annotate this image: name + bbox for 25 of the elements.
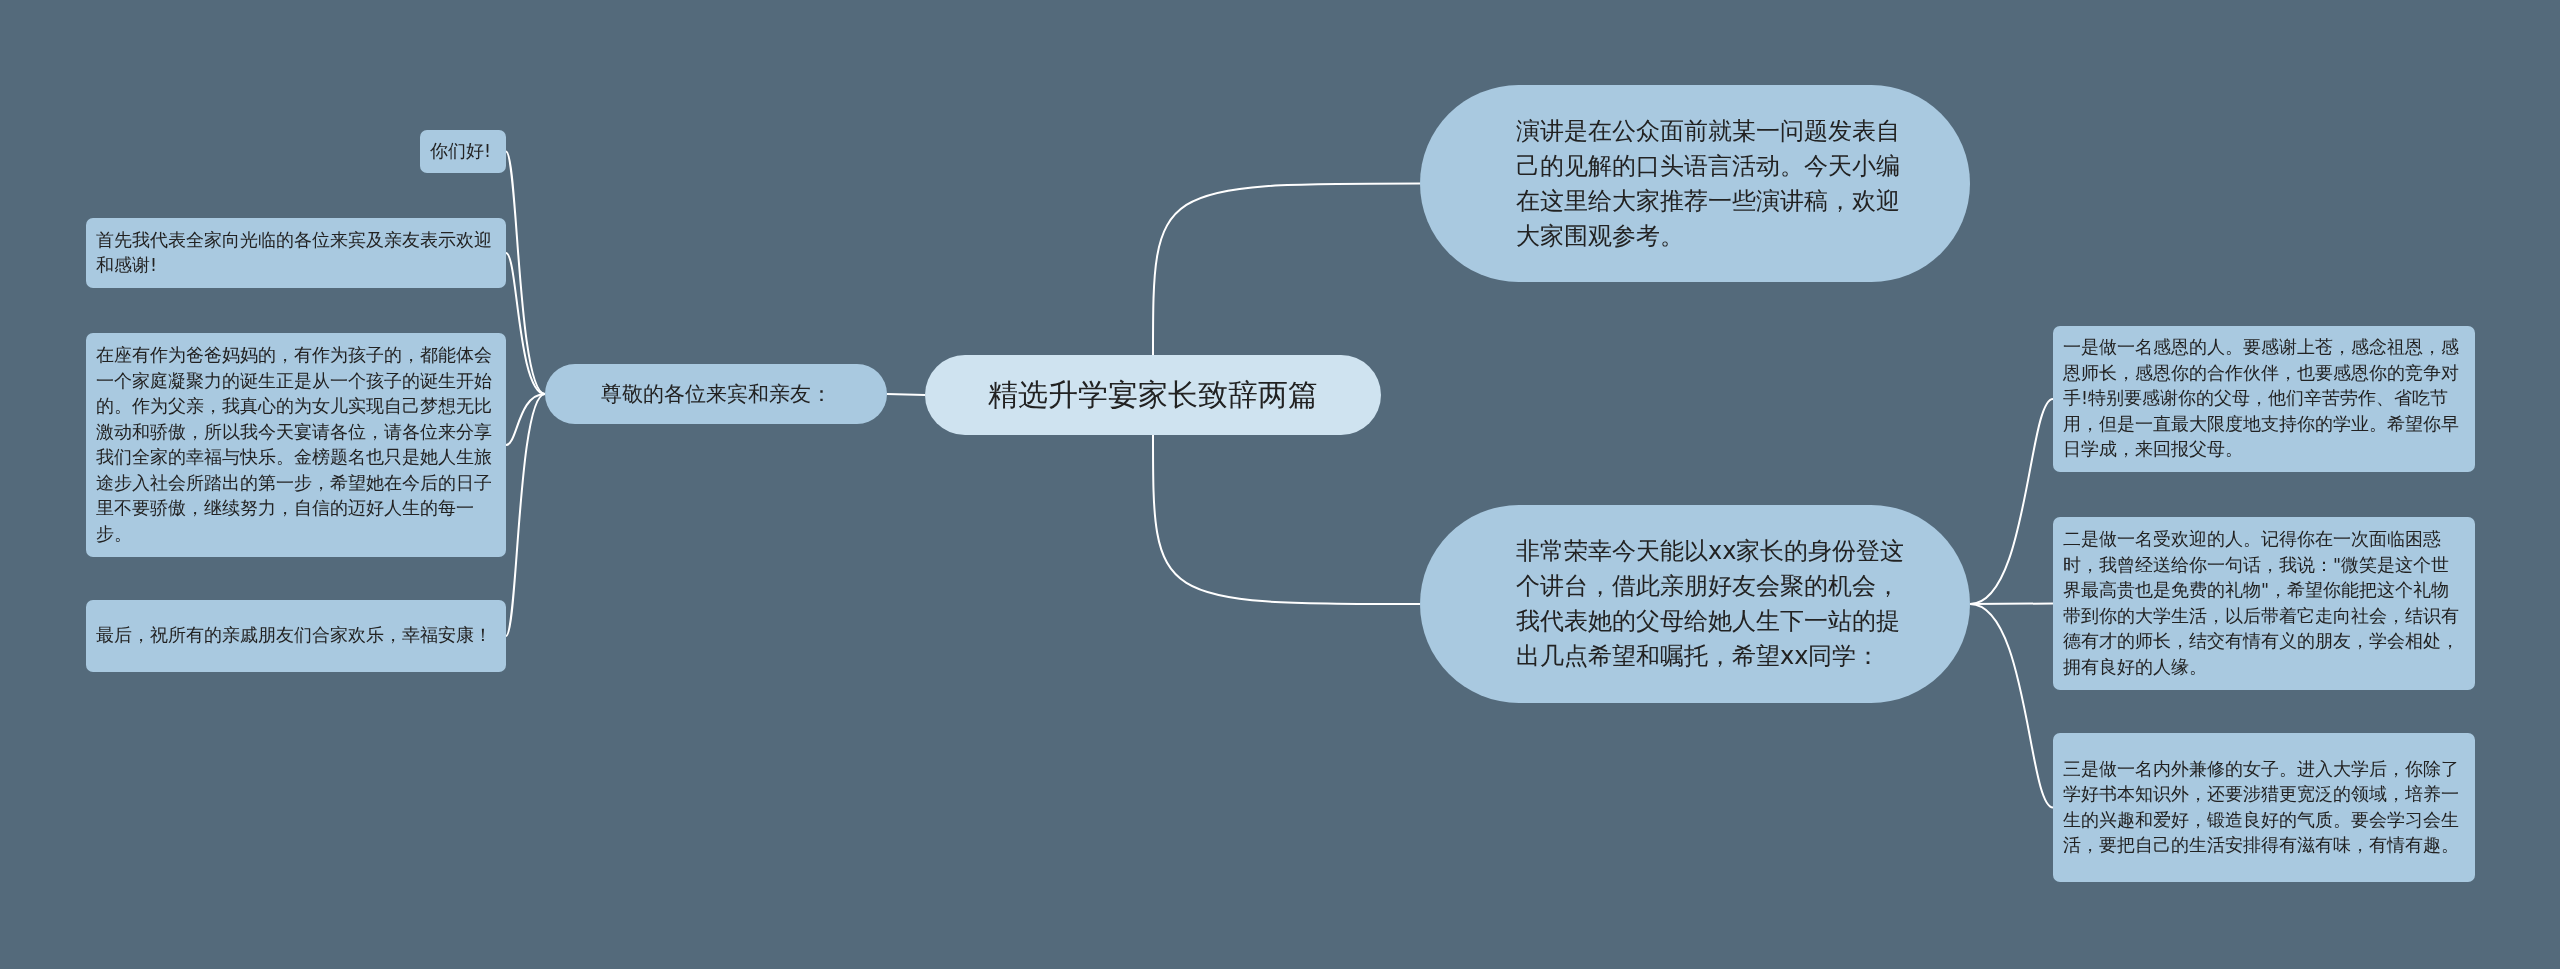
leaf-card: [2053, 326, 2475, 472]
leaf-card: [2053, 517, 2475, 690]
leaf-card: [420, 130, 506, 173]
connector-line: [886, 393, 926, 396]
connector-line: [1969, 603, 2054, 809]
leaf-card: [86, 218, 506, 288]
topic-text: 二是做一名受欢迎的人。记得你在一次面临困惑时，我曾经送给你一句话，我说："微笑是这个世界最高贵也是免费的礼物"，希望你能把这个礼物带到你的大学生活，以后带着它走向社会，结识有德有才的师长，结交有情有义的朋友，学会相处，拥有良好的人缘。: [2063, 528, 2460, 679]
topic-text: 精选升学宴家长致辞两篇: [988, 375, 1318, 414]
topic-text: 三是做一名内外兼修的女子。进入大学后，你除了学好书本知识外，还要涉猎更宽泛的领域，培养一生的兴趣和爱好，锻造良好的气质。要会学习会生活，要把自己的生活安排得有滋有味，有情有趣。: [2063, 757, 2460, 857]
topic-text: 在座有作为爸爸妈妈的，有作为孩子的，都能体会一个家庭凝聚力的诞生正是从一个孩子的诞生开始的。作为父亲，我真心的为女儿实现自己梦想无比激动和骄傲，所以我今天宴请各位，请各位来分享我们全家的幸福与快乐。金榜题名也只是她人生旅途步入社会所踏出的第一步，希望她在今后的日子里不要骄傲，继续努力，自信的迈好人生的每一步。: [96, 344, 493, 546]
topic-text: 首先我代表全家向光临的各位来宾及亲友表示欢迎和感谢!: [96, 228, 493, 277]
connector-line: [1152, 434, 1421, 605]
connector-line: [505, 393, 546, 446]
connector-line: [505, 393, 546, 637]
leaf-card: [86, 600, 506, 672]
topic-text: 非常荣幸今天能以xx家长的身份登这个讲台，借此亲朋好友会聚的机会，我代表她的父母给她人生下一站的提出几点希望和嘱托，希望xx同学：: [1516, 536, 1906, 672]
connector-line: [505, 150, 546, 395]
leaf-card: [2053, 733, 2475, 882]
topic-bubble: [545, 364, 887, 424]
topic-text: 你们好!: [430, 139, 491, 163]
connector-line: [1152, 182, 1421, 356]
topic-text: 尊敬的各位来宾和亲友：: [600, 381, 832, 408]
topic-text: 演讲是在公众面前就某一问题发表自己的见解的口头语言活动。今天小编在这里给大家推荐一些演讲稿，欢迎大家围观参考。: [1516, 115, 1901, 252]
topic-text: 一是做一名感恩的人。要感谢上苍，感念祖恩，感恩师长，感恩你的合作伙伴，也要感恩你的竞争对手!特别要感谢你的父母，他们辛苦劳作、省吃节用，但是一直最大限度地支持你的学业。希望你早日学成，来回报父母。: [2063, 336, 2460, 462]
topic-text: 最后，祝所有的亲戚朋友们合家欢乐，幸福安康！: [96, 624, 492, 648]
